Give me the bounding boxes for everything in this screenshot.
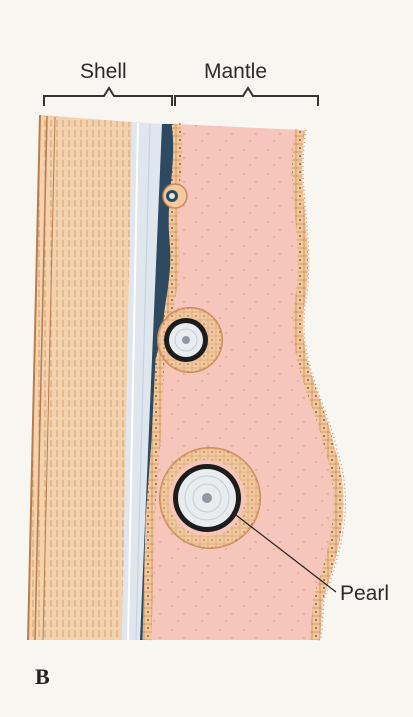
- large-pearl-sac: [160, 448, 260, 548]
- small-pearl-sac: [163, 184, 187, 208]
- shell-bracket: [44, 88, 172, 106]
- pearl-label: Pearl: [340, 582, 389, 606]
- shell-label: Shell: [80, 60, 127, 84]
- mantle-label: Mantle: [204, 60, 267, 84]
- medium-pearl-sac: [158, 308, 222, 372]
- panel-letter: B: [35, 664, 50, 690]
- mantle-bracket: [175, 88, 318, 106]
